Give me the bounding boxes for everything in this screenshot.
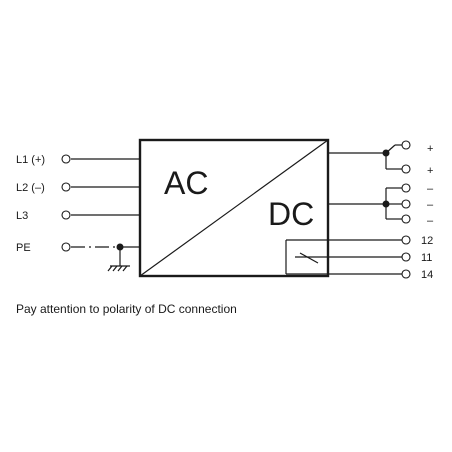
dc-output-label-plus-2: + bbox=[427, 165, 433, 177]
terminal-dc-minus-3 bbox=[401, 214, 411, 224]
dc-output-label-plus-1: + bbox=[427, 143, 433, 155]
terminal-dc-plus-2 bbox=[401, 164, 411, 174]
dc-output-label-minus-3: – bbox=[427, 215, 434, 227]
terminal-relay-11 bbox=[401, 252, 411, 262]
terminal-l1 bbox=[61, 154, 71, 164]
input-label-l1: L1 (+) bbox=[16, 154, 45, 166]
relay-contact-symbol bbox=[285, 239, 328, 275]
converter-block bbox=[138, 138, 330, 278]
input-label-l3: L3 bbox=[16, 210, 28, 222]
input-label-pe: PE bbox=[16, 242, 31, 254]
terminal-l3 bbox=[61, 210, 71, 220]
input-label-l2: L2 (–) bbox=[16, 182, 45, 194]
ground-icon bbox=[107, 265, 128, 272]
wire-dc-positive-branch bbox=[385, 144, 396, 154]
dc-output-label-minus-1: – bbox=[427, 183, 434, 195]
relay-output-label-12: 12 bbox=[421, 235, 433, 247]
relay-output-label-14: 14 bbox=[421, 269, 433, 281]
relay-output-label-11: 11 bbox=[421, 252, 432, 264]
terminal-l2 bbox=[61, 182, 71, 192]
converter-diagonal bbox=[139, 139, 329, 277]
terminal-relay-14 bbox=[401, 269, 411, 279]
terminal-pe bbox=[61, 242, 71, 252]
terminal-dc-plus-1 bbox=[401, 140, 411, 150]
terminal-dc-minus-1 bbox=[401, 183, 411, 193]
ac-label: AC bbox=[164, 165, 208, 201]
dc-output-label-minus-2: – bbox=[427, 199, 434, 211]
dc-label: DC bbox=[268, 196, 314, 232]
terminal-relay-12 bbox=[401, 235, 411, 245]
terminal-dc-minus-2 bbox=[401, 199, 411, 209]
polarity-note: Pay attention to polarity of DC connecti… bbox=[16, 302, 237, 316]
